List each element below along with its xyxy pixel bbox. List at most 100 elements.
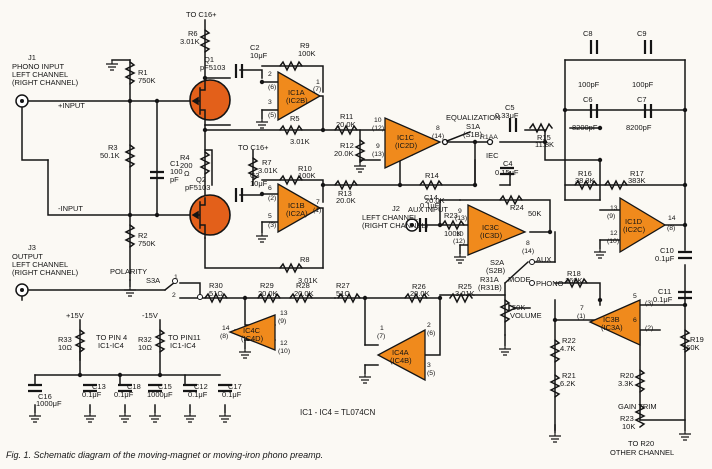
svg-text:51Ω: 51Ω bbox=[209, 289, 223, 298]
ic1a-label: IC1A bbox=[288, 88, 305, 97]
svg-text:(8): (8) bbox=[667, 225, 675, 232]
svg-text:C4: C4 bbox=[503, 159, 513, 168]
svg-text:R23: R23 bbox=[620, 414, 634, 423]
svg-text:(3): (3) bbox=[645, 300, 653, 307]
svg-text:7: 7 bbox=[316, 199, 320, 206]
svg-text:(IC2D): (IC2D) bbox=[395, 141, 418, 150]
svg-text:C17: C17 bbox=[228, 382, 242, 391]
svg-text:(IC2B): (IC2B) bbox=[286, 96, 308, 105]
svg-text:(12): (12) bbox=[372, 125, 384, 132]
svg-text:100K: 100K bbox=[298, 49, 316, 58]
svg-text:6: 6 bbox=[633, 317, 637, 324]
svg-text:OUTPUT: OUTPUT bbox=[12, 252, 43, 261]
ic3c-label: IC3C bbox=[482, 223, 500, 232]
svg-text:(1): (1) bbox=[577, 313, 585, 320]
svg-text:(14): (14) bbox=[432, 133, 444, 140]
svg-text:C18: C18 bbox=[127, 382, 141, 391]
j1-title: PHONO INPUT bbox=[12, 62, 65, 71]
svg-text:(10): (10) bbox=[607, 238, 619, 245]
svg-text:(S2B): (S2B) bbox=[486, 266, 506, 275]
svg-text:Q1: Q1 bbox=[204, 55, 214, 64]
svg-text:2: 2 bbox=[268, 71, 272, 78]
svg-text:100K: 100K bbox=[444, 229, 462, 238]
svg-text:100K: 100K bbox=[298, 171, 316, 180]
svg-text:(9): (9) bbox=[607, 213, 615, 220]
svg-text:3: 3 bbox=[268, 99, 272, 106]
svg-text:(12): (12) bbox=[453, 238, 465, 245]
svg-text:20.0K: 20.0K bbox=[336, 196, 356, 205]
ic4a-label: IC4A bbox=[392, 348, 409, 357]
svg-text:R11: R11 bbox=[340, 112, 353, 121]
svg-text:10Ω: 10Ω bbox=[58, 343, 72, 352]
svg-text:R12: R12 bbox=[340, 141, 354, 150]
svg-text:R25: R25 bbox=[458, 282, 472, 291]
switches bbox=[172, 131, 535, 313]
svg-text:10K: 10K bbox=[622, 422, 635, 431]
svg-text:(IC4B): (IC4B) bbox=[390, 356, 412, 365]
svg-text:R30: R30 bbox=[209, 281, 223, 290]
svg-text:pF5103: pF5103 bbox=[185, 183, 210, 192]
svg-text:LEFT CHANNEL: LEFT CHANNEL bbox=[362, 213, 418, 222]
svg-text:C16: C16 bbox=[38, 392, 52, 401]
svg-text:(9): (9) bbox=[278, 318, 286, 325]
svg-text:R26: R26 bbox=[412, 282, 426, 291]
svg-text:MODE: MODE bbox=[508, 275, 531, 284]
svg-text:TO R20: TO R20 bbox=[628, 439, 654, 448]
eq-label: EQUALIZATION bbox=[446, 113, 500, 122]
svg-text:IC1-IC4: IC1-IC4 bbox=[170, 341, 196, 350]
svg-text:VOLUME: VOLUME bbox=[510, 311, 542, 320]
svg-text:10: 10 bbox=[456, 231, 464, 238]
svg-text:(IC3D): (IC3D) bbox=[480, 231, 503, 240]
svg-text:C1: C1 bbox=[170, 159, 180, 168]
svg-text:R10: R10 bbox=[298, 164, 312, 173]
svg-text:3.01K: 3.01K bbox=[258, 166, 278, 175]
ic3b-label: IC3B bbox=[603, 315, 620, 324]
svg-text:S2A: S2A bbox=[490, 258, 504, 267]
svg-text:R29: R29 bbox=[260, 281, 274, 290]
svg-text:10Ω: 10Ω bbox=[138, 343, 152, 352]
svg-text:(13): (13) bbox=[455, 215, 467, 222]
svg-text:9: 9 bbox=[376, 143, 380, 150]
svg-text:(3): (3) bbox=[268, 222, 276, 229]
svg-text:(IC4D): (IC4D) bbox=[241, 334, 264, 343]
svg-text:0.1μF: 0.1μF bbox=[82, 390, 102, 399]
svg-text:TO PIN11: TO PIN11 bbox=[168, 333, 201, 342]
svg-text:IEC: IEC bbox=[486, 151, 499, 160]
svg-text:(IC2A): (IC2A) bbox=[286, 209, 308, 218]
svg-text:20.0K: 20.0K bbox=[334, 149, 354, 158]
svg-text:LEFT CHANNEL: LEFT CHANNEL bbox=[12, 260, 68, 269]
svg-text:(IC2C): (IC2C) bbox=[623, 225, 646, 234]
svg-text:+15V: +15V bbox=[66, 311, 84, 320]
svg-text:50K: 50K bbox=[512, 303, 525, 312]
svg-text:(5): (5) bbox=[427, 370, 435, 377]
svg-text:(6): (6) bbox=[427, 330, 435, 337]
svg-text:R17: R17 bbox=[630, 169, 644, 178]
svg-text:R14: R14 bbox=[425, 171, 439, 180]
svg-text:50.1K: 50.1K bbox=[100, 151, 120, 160]
caption: Fig. 1. Schematic diagram of the moving-… bbox=[6, 450, 323, 460]
svg-text:200: 200 bbox=[180, 161, 193, 170]
svg-text:100pF: 100pF bbox=[578, 80, 600, 89]
svg-text:S3A: S3A bbox=[146, 276, 160, 285]
svg-text:0.15μF: 0.15μF bbox=[495, 168, 519, 177]
svg-text:0.1μF: 0.1μF bbox=[653, 295, 673, 304]
svg-text:R6: R6 bbox=[188, 29, 198, 38]
svg-text:C2: C2 bbox=[250, 43, 260, 52]
svg-text:(2): (2) bbox=[268, 195, 276, 202]
svg-text:pF: pF bbox=[170, 175, 179, 184]
svg-text:0.33μF: 0.33μF bbox=[495, 111, 519, 120]
in-plus: +INPUT bbox=[58, 101, 85, 110]
svg-text:TO C16+: TO C16+ bbox=[186, 10, 217, 19]
svg-text:8: 8 bbox=[526, 240, 530, 247]
svg-text:3.01K: 3.01K bbox=[290, 137, 310, 146]
svg-text:R24: R24 bbox=[510, 203, 524, 212]
svg-text:5: 5 bbox=[268, 213, 272, 220]
svg-text:R19: R19 bbox=[690, 335, 704, 344]
svg-text:R31A: R31A bbox=[480, 275, 499, 284]
svg-text:5: 5 bbox=[633, 293, 637, 300]
svg-text:3.3K: 3.3K bbox=[618, 379, 633, 388]
svg-text:R7: R7 bbox=[262, 158, 272, 167]
svg-text:6.2K: 6.2K bbox=[560, 379, 575, 388]
svg-text:10μF: 10μF bbox=[250, 51, 268, 60]
